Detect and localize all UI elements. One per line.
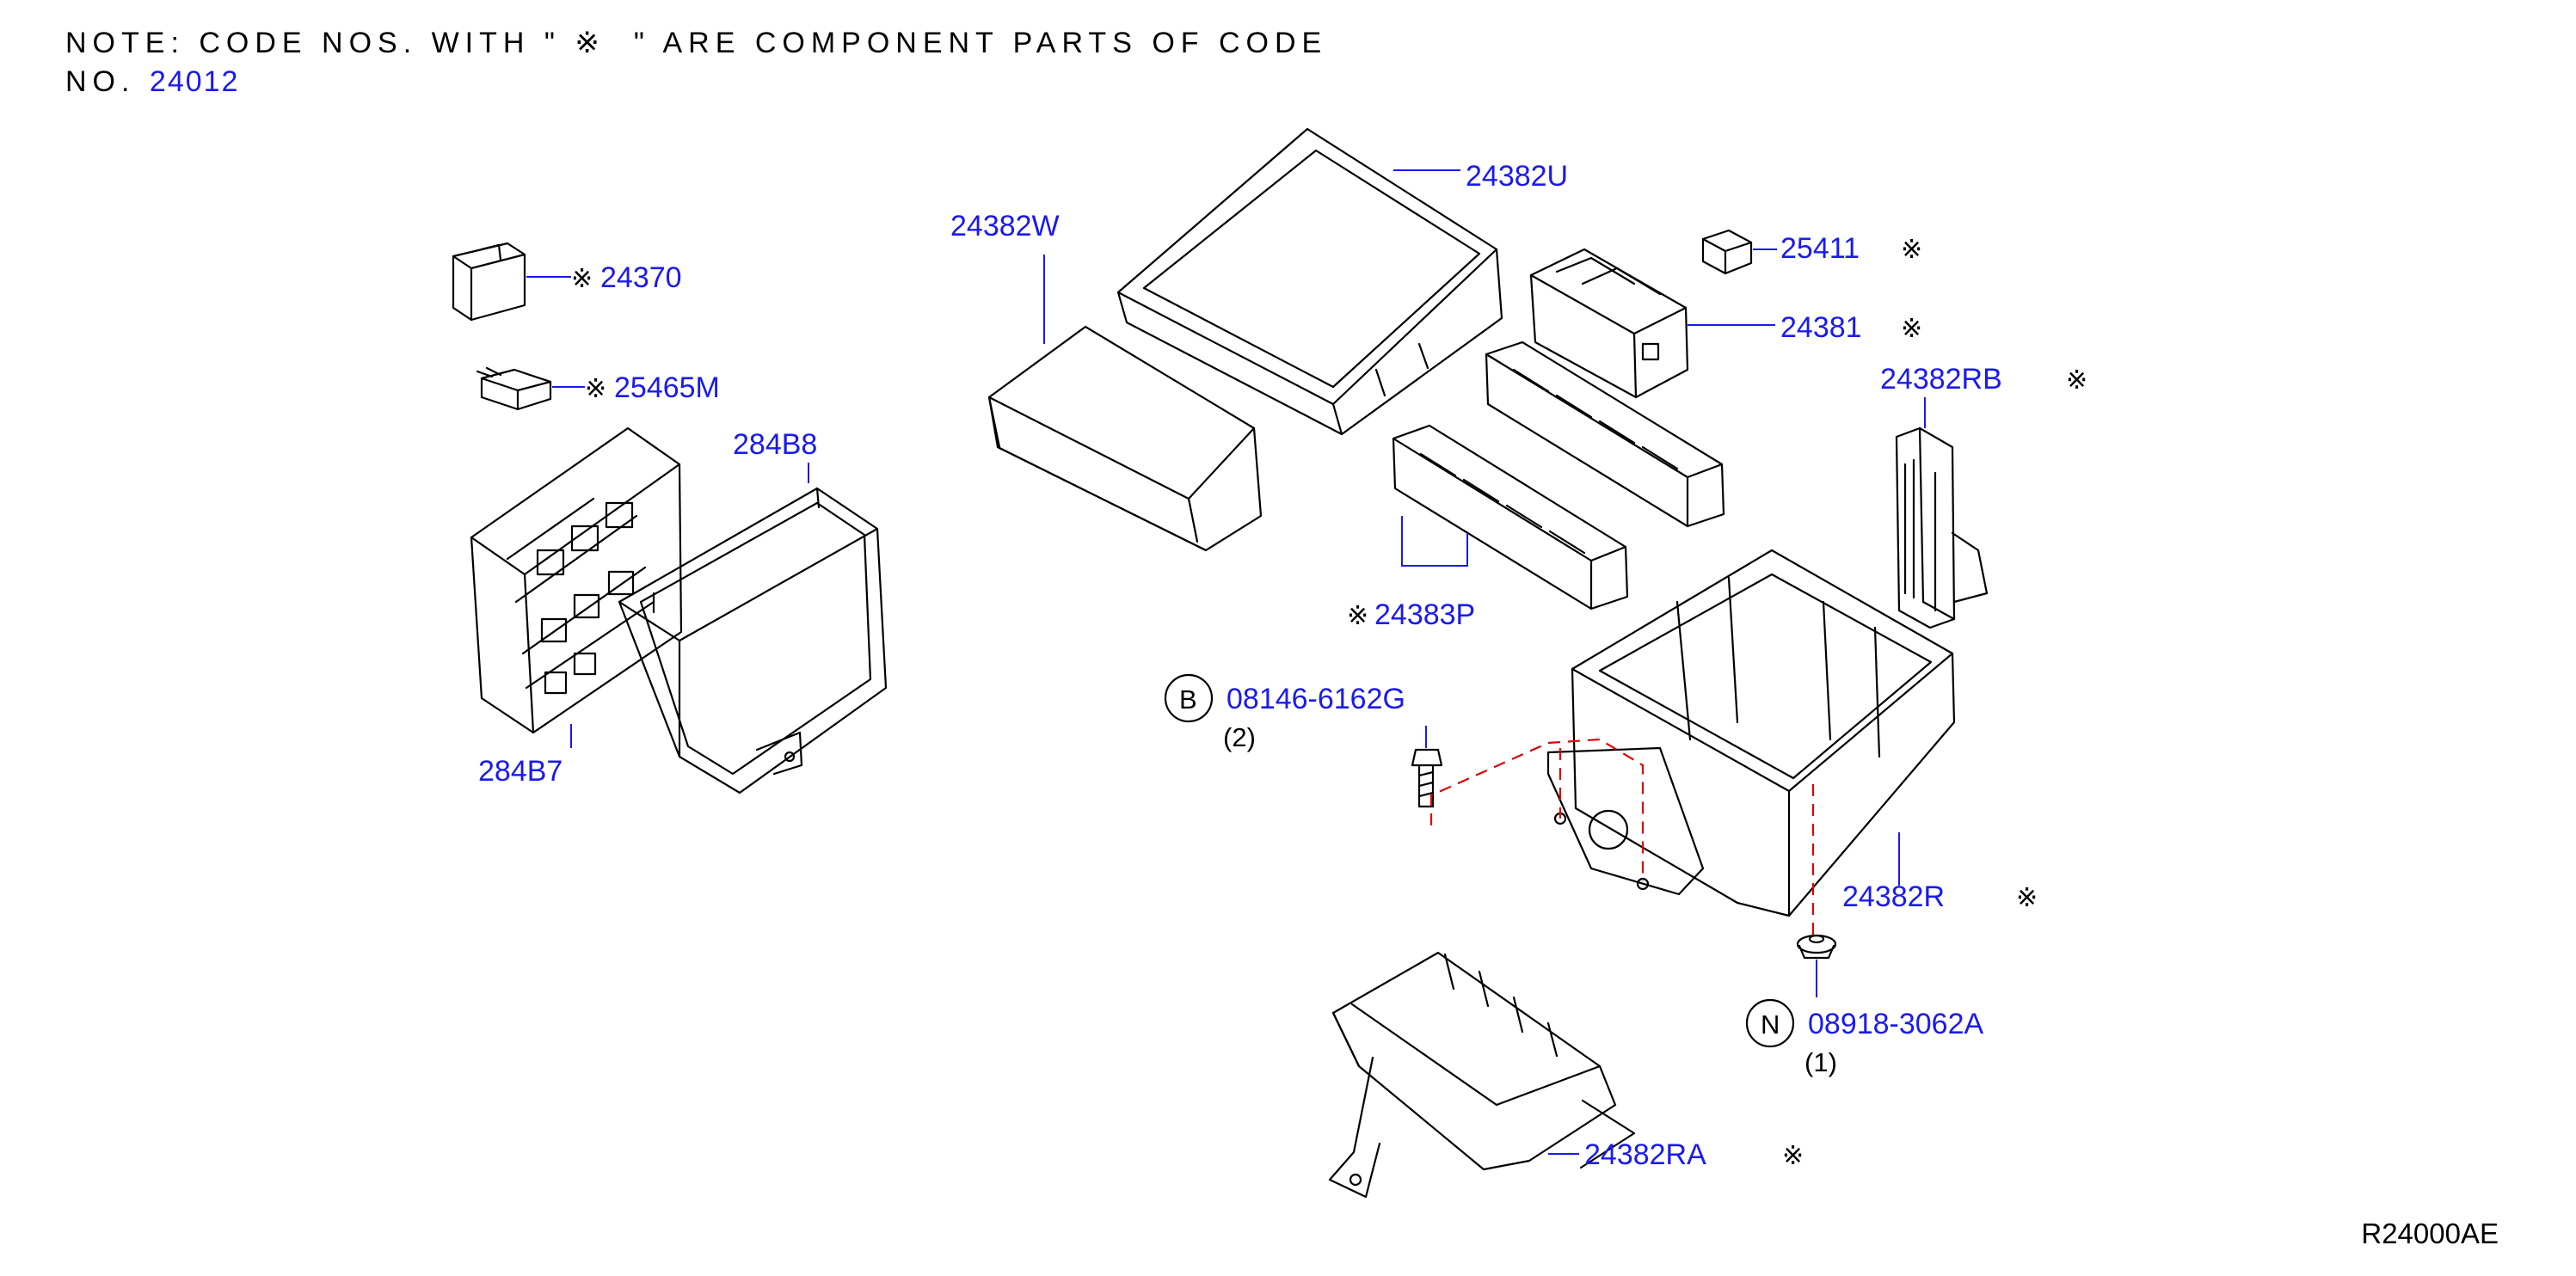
- part-label-25465M[interactable]: 25465M: [614, 371, 720, 404]
- part-label-24382R[interactable]: 24382R: [1842, 880, 1945, 913]
- component-mark-24382RA: ※: [1782, 1141, 1804, 1171]
- note-code-link[interactable]: 24012: [149, 65, 240, 98]
- component-mark-24370: ※: [571, 264, 593, 294]
- part-label-24381[interactable]: 24381: [1780, 311, 1862, 344]
- note-line-2: NO. 24012: [65, 65, 240, 98]
- component-mark-25465M: ※: [585, 374, 606, 404]
- fuse-block-24381-drawing: [1529, 248, 1689, 399]
- figure-id: R24000AE: [2361, 1218, 2499, 1249]
- callout-circle-B: [1164, 673, 1214, 723]
- fuse-holder-24383P-drawing: [1392, 340, 1725, 610]
- bracket-24382RA-drawing: [1328, 951, 1636, 1199]
- part-label-24383P[interactable]: 24383P: [1374, 598, 1475, 631]
- relay-24370-drawing: [452, 242, 526, 322]
- part-label-24382RA[interactable]: 24382RA: [1584, 1138, 1706, 1171]
- callout-letter-B: B: [1179, 684, 1197, 715]
- component-mark-24382RB: ※: [2066, 365, 2087, 396]
- note-line-1: NOTE: CODE NOS. WITH " ※ " ARE COMPONENT…: [65, 27, 1328, 59]
- plate-24382RB-drawing: [1895, 426, 1989, 629]
- part-label-284B8[interactable]: 284B8: [733, 428, 817, 461]
- clip-08918-3062A-drawing: [1796, 934, 1837, 960]
- component-mark-24383P: ※: [1347, 601, 1368, 631]
- component-mark-24381: ※: [1901, 314, 1922, 344]
- part-label-25411[interactable]: 25411: [1780, 232, 1860, 265]
- part-label-08918-3062A[interactable]: 08918-3062A: [1808, 1008, 1984, 1040]
- part-label-24382W[interactable]: 24382W: [950, 210, 1060, 242]
- callout-letter-N: N: [1761, 1009, 1780, 1040]
- bolt-08146-6162G-drawing: [1411, 748, 1443, 808]
- fuse-25465M-drawing: [476, 366, 552, 411]
- part-label-284B7[interactable]: 284B7: [478, 755, 563, 788]
- housing-24382R-drawing: [1546, 549, 1956, 917]
- junction-block-284B7-drawing: [470, 426, 683, 734]
- quantity-08146-6162G: (2): [1223, 722, 1256, 752]
- cover-24382W-drawing: [987, 325, 1263, 552]
- component-mark-24382R: ※: [2016, 883, 2038, 913]
- bracket-284B8-drawing: [618, 487, 888, 794]
- component-mark-25411: ※: [1901, 235, 1922, 265]
- cover-24382U-drawing: [1116, 127, 1503, 436]
- callout-circle-N: [1745, 998, 1795, 1048]
- part-label-24382U[interactable]: 24382U: [1466, 160, 1568, 193]
- part-label-08146-6162G[interactable]: 08146-6162G: [1227, 683, 1405, 715]
- relay-25411-drawing: [1701, 229, 1753, 275]
- part-label-24370[interactable]: 24370: [600, 261, 682, 294]
- part-label-24382RB[interactable]: 24382RB: [1880, 363, 2002, 396]
- quantity-08918-3062A: (1): [1804, 1047, 1837, 1077]
